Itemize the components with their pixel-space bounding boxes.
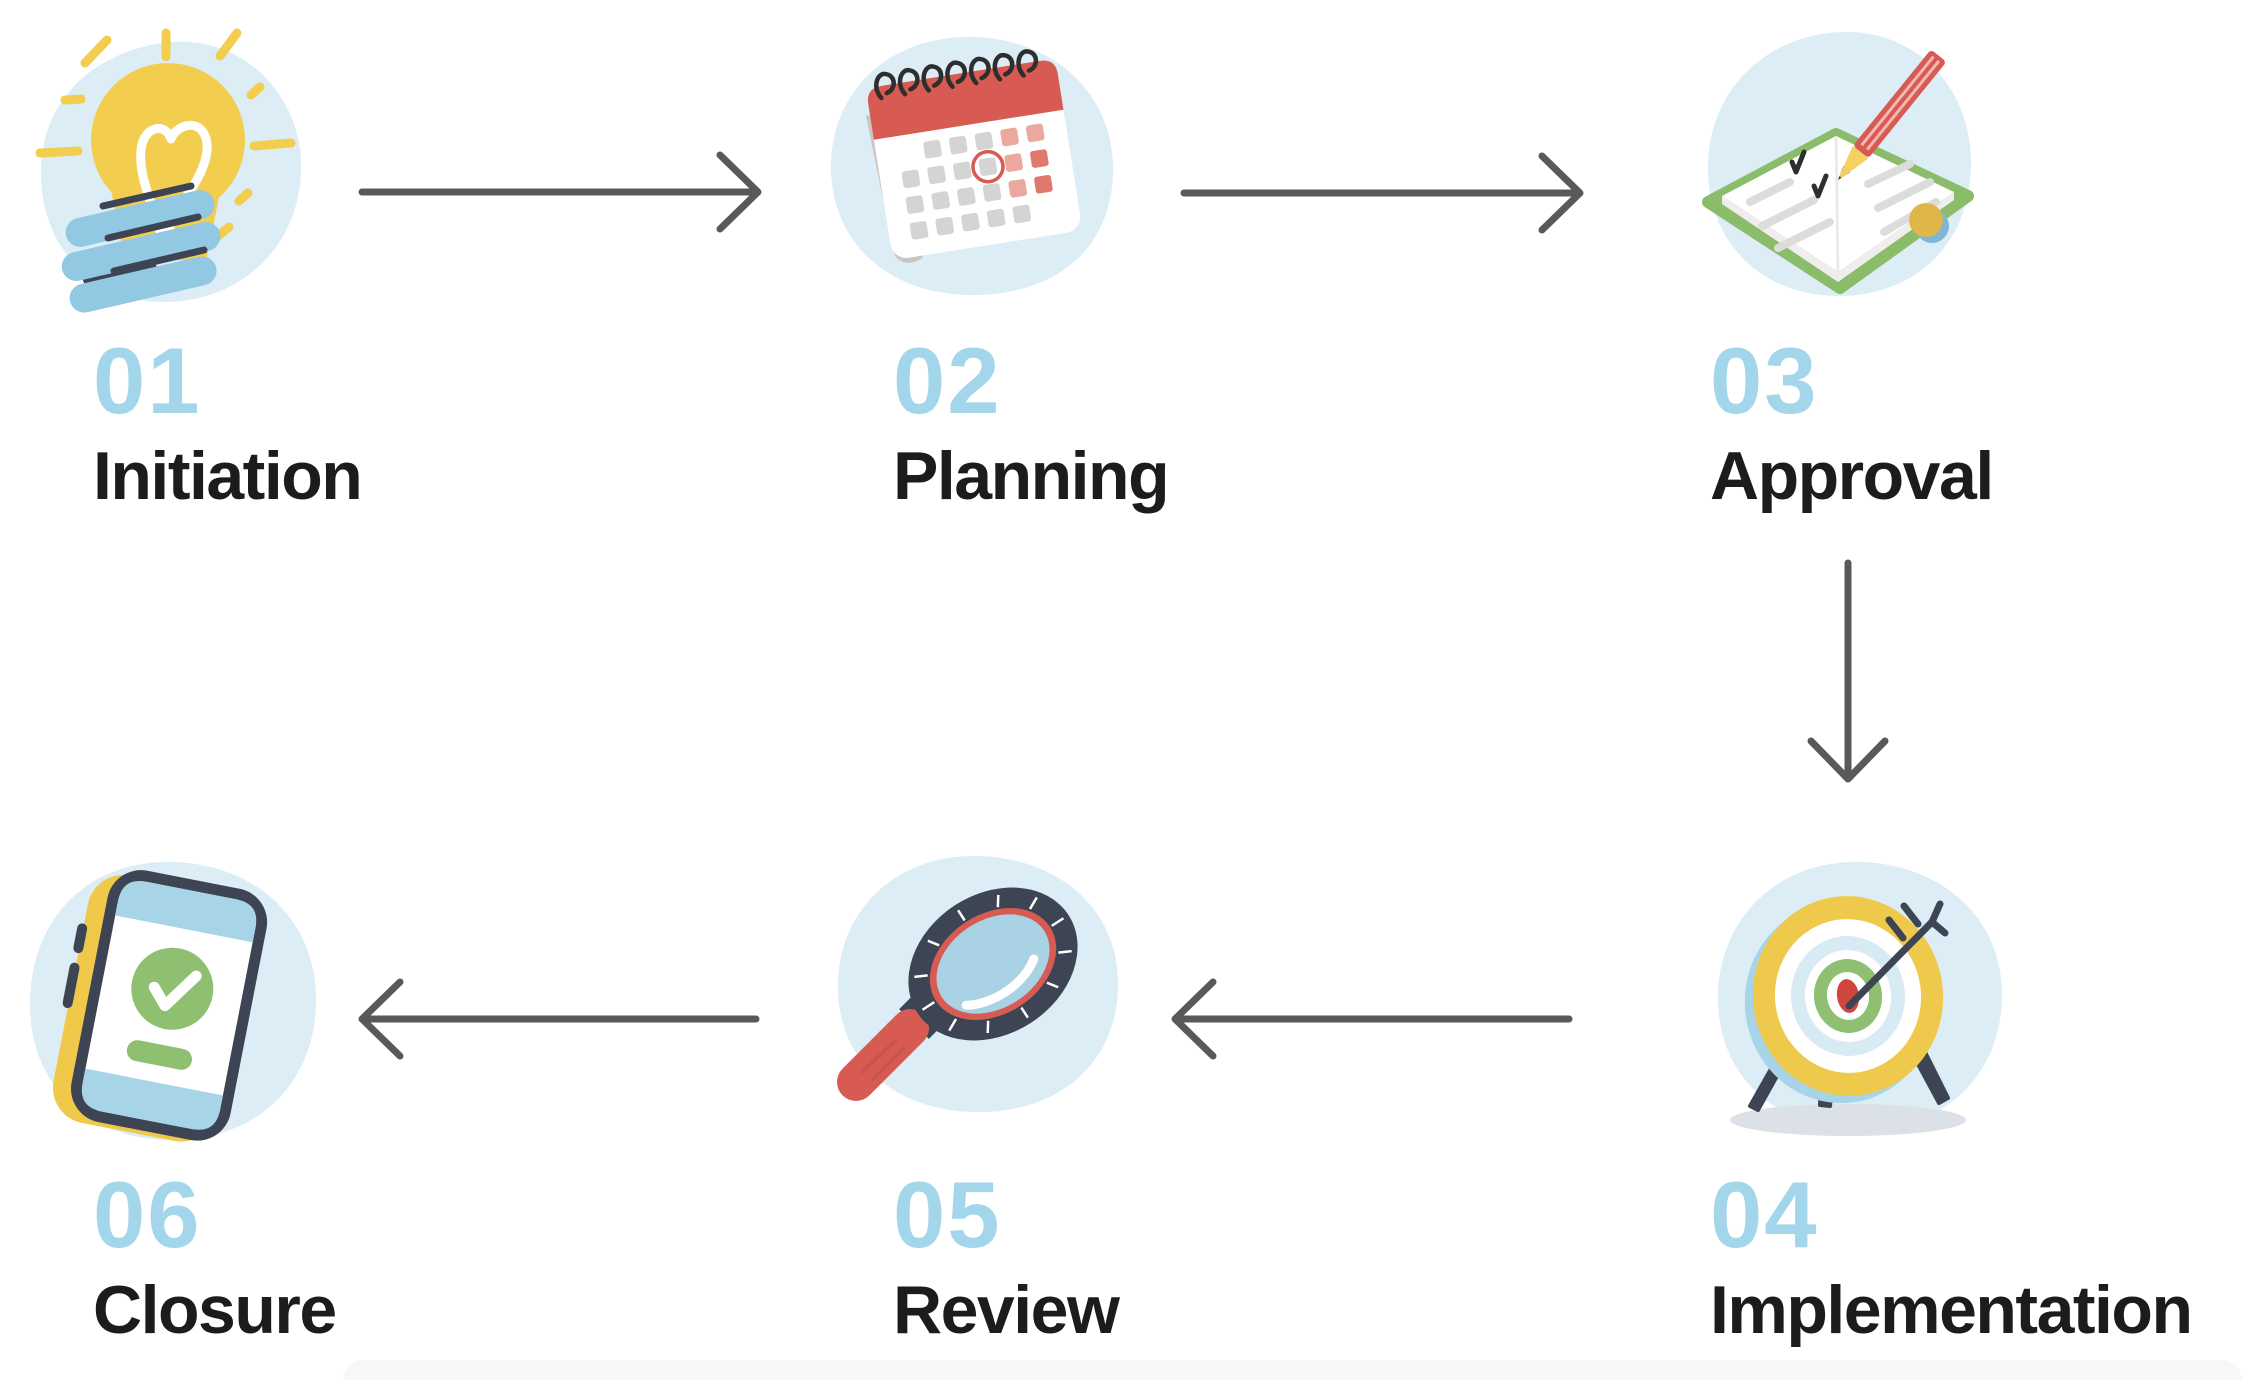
step-implementation: 04 Implementation (1710, 1162, 2193, 1348)
flow-arrow-approval-to-implementation (1807, 559, 1889, 783)
step-number: 01 (93, 328, 202, 433)
step-approval: 03 Approval (1710, 328, 1994, 514)
step-label: Initiation (93, 438, 363, 514)
step-number: 02 (893, 328, 1002, 433)
step-label: Planning (893, 438, 1170, 514)
flow-arrow-planning-to-approval (1180, 152, 1584, 234)
step-number: 05 (893, 1162, 1002, 1267)
next-section-top-edge (343, 1360, 2242, 1380)
calendar-icon (830, 36, 1114, 296)
step-label: Approval (1710, 438, 1994, 514)
smartphone-check-icon (29, 861, 317, 1142)
step-number: 04 (1710, 1162, 1819, 1267)
step-review: 05 Review (893, 1162, 1120, 1348)
step-number: 06 (93, 1162, 202, 1267)
step-planning: 02 Planning (893, 328, 1170, 514)
target-arrow-icon (1717, 861, 2003, 1136)
flow-arrow-implementation-to-review (1171, 978, 1573, 1060)
step-label: Closure (93, 1272, 337, 1348)
step-label: Implementation (1710, 1272, 2193, 1348)
step-number: 03 (1710, 328, 1819, 433)
open-book-pencil-icon (1702, 31, 1974, 297)
step-closure: 06 Closure (93, 1162, 337, 1348)
step-label: Review (893, 1272, 1120, 1348)
step-initiation: 01 Initiation (93, 328, 363, 514)
magnifying-glass-icon (837, 855, 1119, 1113)
flow-arrow-initiation-to-planning (358, 151, 762, 233)
lightbulb-idea-icon (35, 28, 302, 313)
flow-arrow-review-to-closure (358, 978, 760, 1060)
